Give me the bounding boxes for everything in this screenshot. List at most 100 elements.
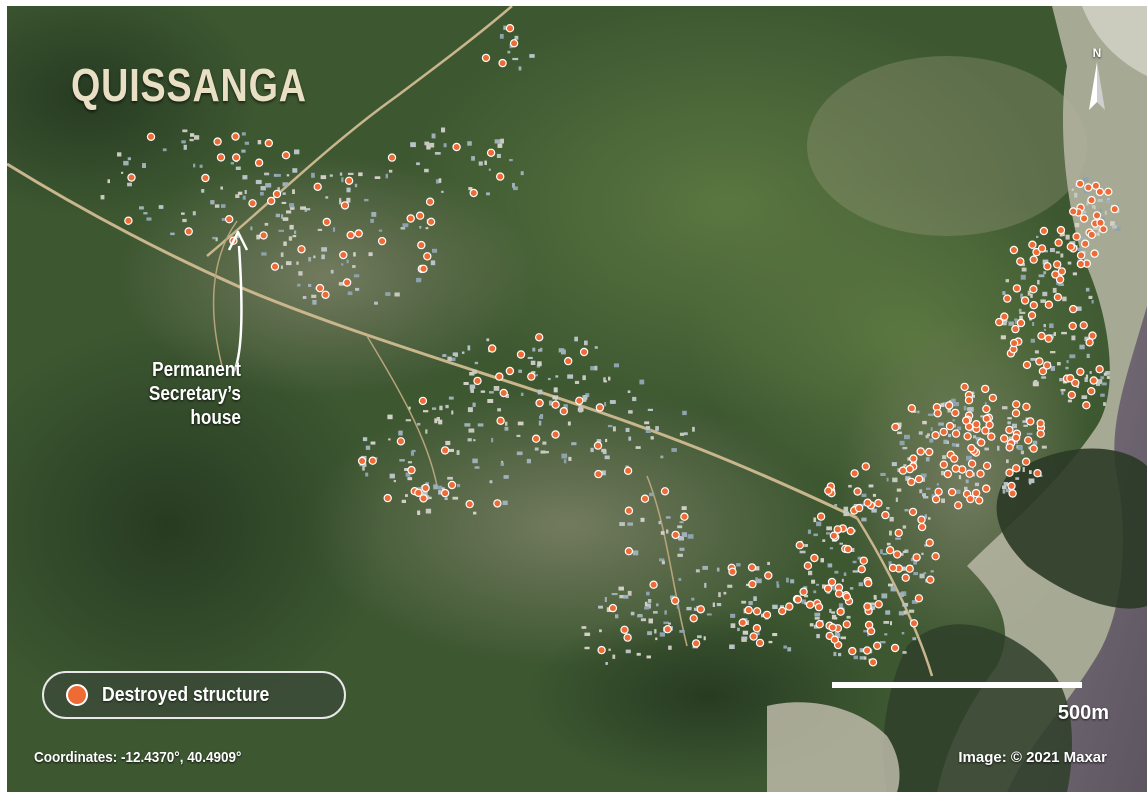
destroyed-structure-marker[interactable] <box>465 499 474 509</box>
destroyed-structure-marker[interactable] <box>1044 300 1054 309</box>
destroyed-structure-marker[interactable] <box>908 507 918 517</box>
destroyed-structure-marker[interactable] <box>407 465 416 475</box>
destroyed-structure-marker[interactable] <box>493 499 502 508</box>
destroyed-structure-marker[interactable] <box>1044 334 1053 343</box>
destroyed-structure-marker[interactable] <box>509 39 519 48</box>
destroyed-structure-marker[interactable] <box>917 515 926 524</box>
destroyed-structure-marker[interactable] <box>912 553 921 562</box>
destroyed-structure-marker[interactable] <box>836 607 845 616</box>
destroyed-structure-marker[interactable] <box>1027 311 1037 320</box>
destroyed-structure-marker[interactable] <box>1090 249 1099 258</box>
destroyed-structure-marker[interactable] <box>987 432 996 441</box>
destroyed-structure-marker[interactable] <box>863 498 872 507</box>
destroyed-structure-marker[interactable] <box>201 173 210 183</box>
destroyed-structure-marker[interactable] <box>620 625 629 635</box>
destroyed-structure-marker[interactable] <box>1076 367 1085 376</box>
destroyed-structure-marker[interactable] <box>406 214 415 223</box>
destroyed-structure-marker[interactable] <box>1091 181 1101 190</box>
destroyed-structure-marker[interactable] <box>1092 211 1102 220</box>
destroyed-structure-marker[interactable] <box>967 459 977 468</box>
destroyed-structure-marker[interactable] <box>1026 417 1035 426</box>
destroyed-structure-marker[interactable] <box>1104 187 1113 196</box>
destroyed-structure-marker[interactable] <box>1068 207 1078 216</box>
destroyed-structure-marker[interactable] <box>595 403 605 412</box>
destroyed-structure-marker[interactable] <box>1011 433 1021 442</box>
destroyed-structure-marker[interactable] <box>755 638 765 648</box>
destroyed-structure-marker[interactable] <box>339 250 348 260</box>
destroyed-structure-marker[interactable] <box>954 501 963 510</box>
destroyed-structure-marker[interactable] <box>1008 489 1017 498</box>
destroyed-structure-marker[interactable] <box>827 577 837 587</box>
destroyed-structure-marker[interactable] <box>535 333 544 342</box>
destroyed-structure-marker[interactable] <box>862 646 872 655</box>
destroyed-structure-marker[interactable] <box>960 382 969 392</box>
destroyed-structure-marker[interactable] <box>551 400 560 409</box>
destroyed-structure-marker[interactable] <box>793 595 803 604</box>
destroyed-structure-marker[interactable] <box>272 189 282 199</box>
destroyed-structure-marker[interactable] <box>874 600 883 609</box>
destroyed-structure-marker[interactable] <box>1007 481 1016 491</box>
destroyed-structure-marker[interactable] <box>1009 338 1019 348</box>
destroyed-structure-marker[interactable] <box>357 456 367 466</box>
destroyed-structure-marker[interactable] <box>1110 204 1119 214</box>
destroyed-structure-marker[interactable] <box>418 396 428 406</box>
destroyed-structure-marker[interactable] <box>909 619 919 628</box>
destroyed-structure-marker[interactable] <box>931 431 940 440</box>
destroyed-structure-marker[interactable] <box>995 317 1004 327</box>
destroyed-structure-marker[interactable] <box>888 563 898 573</box>
destroyed-structure-marker[interactable] <box>689 614 698 623</box>
destroyed-structure-marker[interactable] <box>951 464 961 473</box>
destroyed-structure-marker[interactable] <box>1029 285 1038 294</box>
destroyed-structure-marker[interactable] <box>1029 255 1038 264</box>
destroyed-structure-marker[interactable] <box>608 603 618 613</box>
destroyed-structure-marker[interactable] <box>505 24 515 33</box>
destroyed-structure-marker[interactable] <box>1036 419 1045 428</box>
destroyed-structure-marker[interactable] <box>824 486 833 495</box>
destroyed-structure-marker[interactable] <box>829 531 839 540</box>
destroyed-structure-marker[interactable] <box>1021 457 1031 466</box>
destroyed-structure-marker[interactable] <box>322 217 331 227</box>
destroyed-structure-marker[interactable] <box>1016 257 1025 266</box>
destroyed-structure-marker[interactable] <box>535 398 544 408</box>
destroyed-structure-marker[interactable] <box>440 488 450 498</box>
destroyed-structure-marker[interactable] <box>1082 401 1091 410</box>
destroyed-structure-marker[interactable] <box>857 565 866 574</box>
destroyed-structure-marker[interactable] <box>925 447 934 457</box>
destroyed-structure-marker[interactable] <box>383 493 392 503</box>
destroyed-structure-marker[interactable] <box>419 494 428 503</box>
destroyed-structure-marker[interactable] <box>495 372 504 381</box>
destroyed-structure-marker[interactable] <box>551 430 560 439</box>
destroyed-structure-marker[interactable] <box>1033 469 1042 478</box>
satellite-map[interactable]: QUISSANGA Permanent Secretary’s house N … <box>7 6 1147 792</box>
destroyed-structure-marker[interactable] <box>486 148 496 157</box>
destroyed-structure-marker[interactable] <box>270 262 280 271</box>
destroyed-structure-marker[interactable] <box>640 494 650 503</box>
destroyed-structure-marker[interactable] <box>1080 239 1090 248</box>
destroyed-structure-marker[interactable] <box>1000 312 1009 321</box>
destroyed-structure-marker[interactable] <box>747 563 757 572</box>
destroyed-structure-marker[interactable] <box>1011 324 1020 334</box>
destroyed-structure-marker[interactable] <box>498 58 507 68</box>
destroyed-structure-marker[interactable] <box>415 211 425 220</box>
destroyed-structure-marker[interactable] <box>425 197 435 206</box>
destroyed-structure-marker[interactable] <box>1028 240 1037 249</box>
destroyed-structure-marker[interactable] <box>224 214 234 224</box>
destroyed-structure-marker[interactable] <box>516 350 526 359</box>
destroyed-structure-marker[interactable] <box>830 635 840 644</box>
destroyed-structure-marker[interactable] <box>964 396 974 405</box>
destroyed-structure-marker[interactable] <box>977 438 986 447</box>
destroyed-structure-marker[interactable] <box>834 589 844 598</box>
destroyed-structure-marker[interactable] <box>1012 400 1021 409</box>
destroyed-structure-marker[interactable] <box>623 466 633 475</box>
destroyed-structure-marker[interactable] <box>926 575 935 584</box>
destroyed-structure-marker[interactable] <box>778 606 787 616</box>
destroyed-structure-marker[interactable] <box>696 605 706 614</box>
destroyed-structure-marker[interactable] <box>213 137 222 146</box>
destroyed-structure-marker[interactable] <box>1095 187 1105 197</box>
destroyed-structure-marker[interactable] <box>828 623 837 632</box>
destroyed-structure-marker[interactable] <box>967 443 976 453</box>
destroyed-structure-marker[interactable] <box>488 344 497 353</box>
destroyed-structure-marker[interactable] <box>624 547 634 556</box>
destroyed-structure-marker[interactable] <box>1079 321 1088 330</box>
destroyed-structure-marker[interactable] <box>1089 376 1098 385</box>
